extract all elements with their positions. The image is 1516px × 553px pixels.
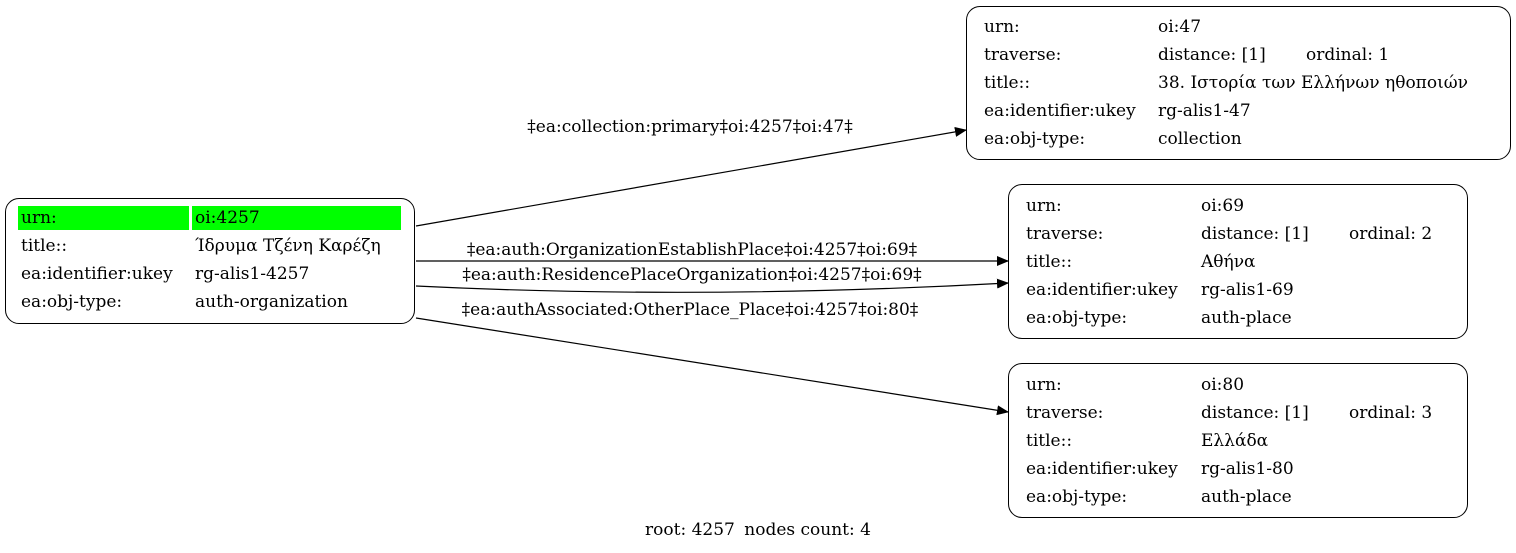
row-value: 38. Ιστορία των Ελλήνων ηθοποιών — [1158, 73, 1468, 93]
row-key: urn: — [1026, 375, 1062, 395]
row-value: oi:69 — [1201, 196, 1245, 216]
target-node-oi69[interactable]: urn: oi:69 traverse: distance: [1] ordin… — [1008, 184, 1468, 339]
edge-to-oi47 — [415, 126, 967, 227]
edge-to-oi69-residence — [415, 278, 1009, 293]
graph-footer: root: 4257 nodes count: 4 — [0, 520, 1516, 540]
row-key: traverse: — [984, 45, 1062, 65]
row-value: oi:4257 — [192, 206, 401, 230]
row-key: ea:obj-type: — [1026, 487, 1128, 507]
row-key: ea:identifier:ukey — [21, 264, 173, 284]
row-key: title:: — [1026, 252, 1073, 272]
row-key: ea:obj-type: — [984, 129, 1086, 149]
row-value: Ελλάδα — [1201, 431, 1269, 451]
row-key: ea:identifier:ukey — [1026, 459, 1178, 479]
row-key: urn: — [1026, 196, 1062, 216]
node-row-type: ea:obj-type: auth-organization — [18, 290, 404, 314]
nodes-count-label: nodes count: 4 — [744, 520, 871, 540]
row-ordinal: ordinal: 1 — [1306, 45, 1390, 65]
row-value: rg-alis1-69 — [1201, 280, 1294, 300]
row-key: urn: — [984, 17, 1020, 37]
row-key: ea:identifier:ukey — [1026, 280, 1178, 300]
row-key: title:: — [984, 73, 1031, 93]
row-key: ea:obj-type: — [21, 292, 123, 312]
node-row-urn: urn: oi:4257 — [18, 206, 404, 230]
row-key: title:: — [21, 236, 68, 256]
edge-label: ‡ea:auth:ResidencePlaceOrganization‡oi:4… — [462, 265, 922, 285]
row-distance: distance: [1] — [1201, 224, 1309, 244]
row-ordinal: ordinal: 2 — [1349, 224, 1433, 244]
row-value: collection — [1158, 129, 1242, 149]
row-value: auth-place — [1201, 308, 1292, 328]
node-row-title: title:: Ίδρυμα Τζένη Καρέζη — [18, 234, 404, 258]
root-label: root: 4257 — [645, 520, 735, 540]
edge-label: ‡ea:authAssociated:OtherPlace_Place‡oi:4… — [462, 300, 919, 320]
row-key: ea:obj-type: — [1026, 308, 1128, 328]
edge-label: ‡ea:auth:OrganizationEstablishPlace‡oi:4… — [467, 240, 918, 260]
row-value: Αθήνα — [1201, 252, 1256, 272]
row-distance: distance: [1] — [1201, 403, 1309, 423]
row-value: auth-organization — [195, 292, 348, 312]
edge-to-oi80 — [415, 317, 1009, 416]
edge-label: ‡ea:collection:primary‡oi:4257‡oi:47‡ — [527, 117, 853, 137]
row-key: traverse: — [1026, 224, 1104, 244]
row-distance: distance: [1] — [1158, 45, 1266, 65]
row-ordinal: ordinal: 3 — [1349, 403, 1433, 423]
row-value: rg-alis1-80 — [1201, 459, 1294, 479]
row-value: rg-alis1-47 — [1158, 101, 1251, 121]
node-row-ukey: ea:identifier:ukey rg-alis1-4257 — [18, 262, 404, 286]
row-value: auth-place — [1201, 487, 1292, 507]
row-value: oi:47 — [1158, 17, 1202, 37]
row-value: Ίδρυμα Τζένη Καρέζη — [195, 236, 381, 256]
row-value: oi:80 — [1201, 375, 1245, 395]
row-key: ea:identifier:ukey — [984, 101, 1136, 121]
row-key: traverse: — [1026, 403, 1104, 423]
row-key: title:: — [1026, 431, 1073, 451]
row-key: urn: — [18, 206, 189, 230]
root-node[interactable]: urn: oi:4257 title:: Ίδρυμα Τζένη Καρέζη… — [5, 198, 415, 324]
row-value: rg-alis1-4257 — [195, 264, 310, 284]
target-node-oi80[interactable]: urn: oi:80 traverse: distance: [1] ordin… — [1008, 363, 1468, 518]
target-node-oi47[interactable]: urn: oi:47 traverse: distance: [1] ordin… — [966, 6, 1511, 160]
